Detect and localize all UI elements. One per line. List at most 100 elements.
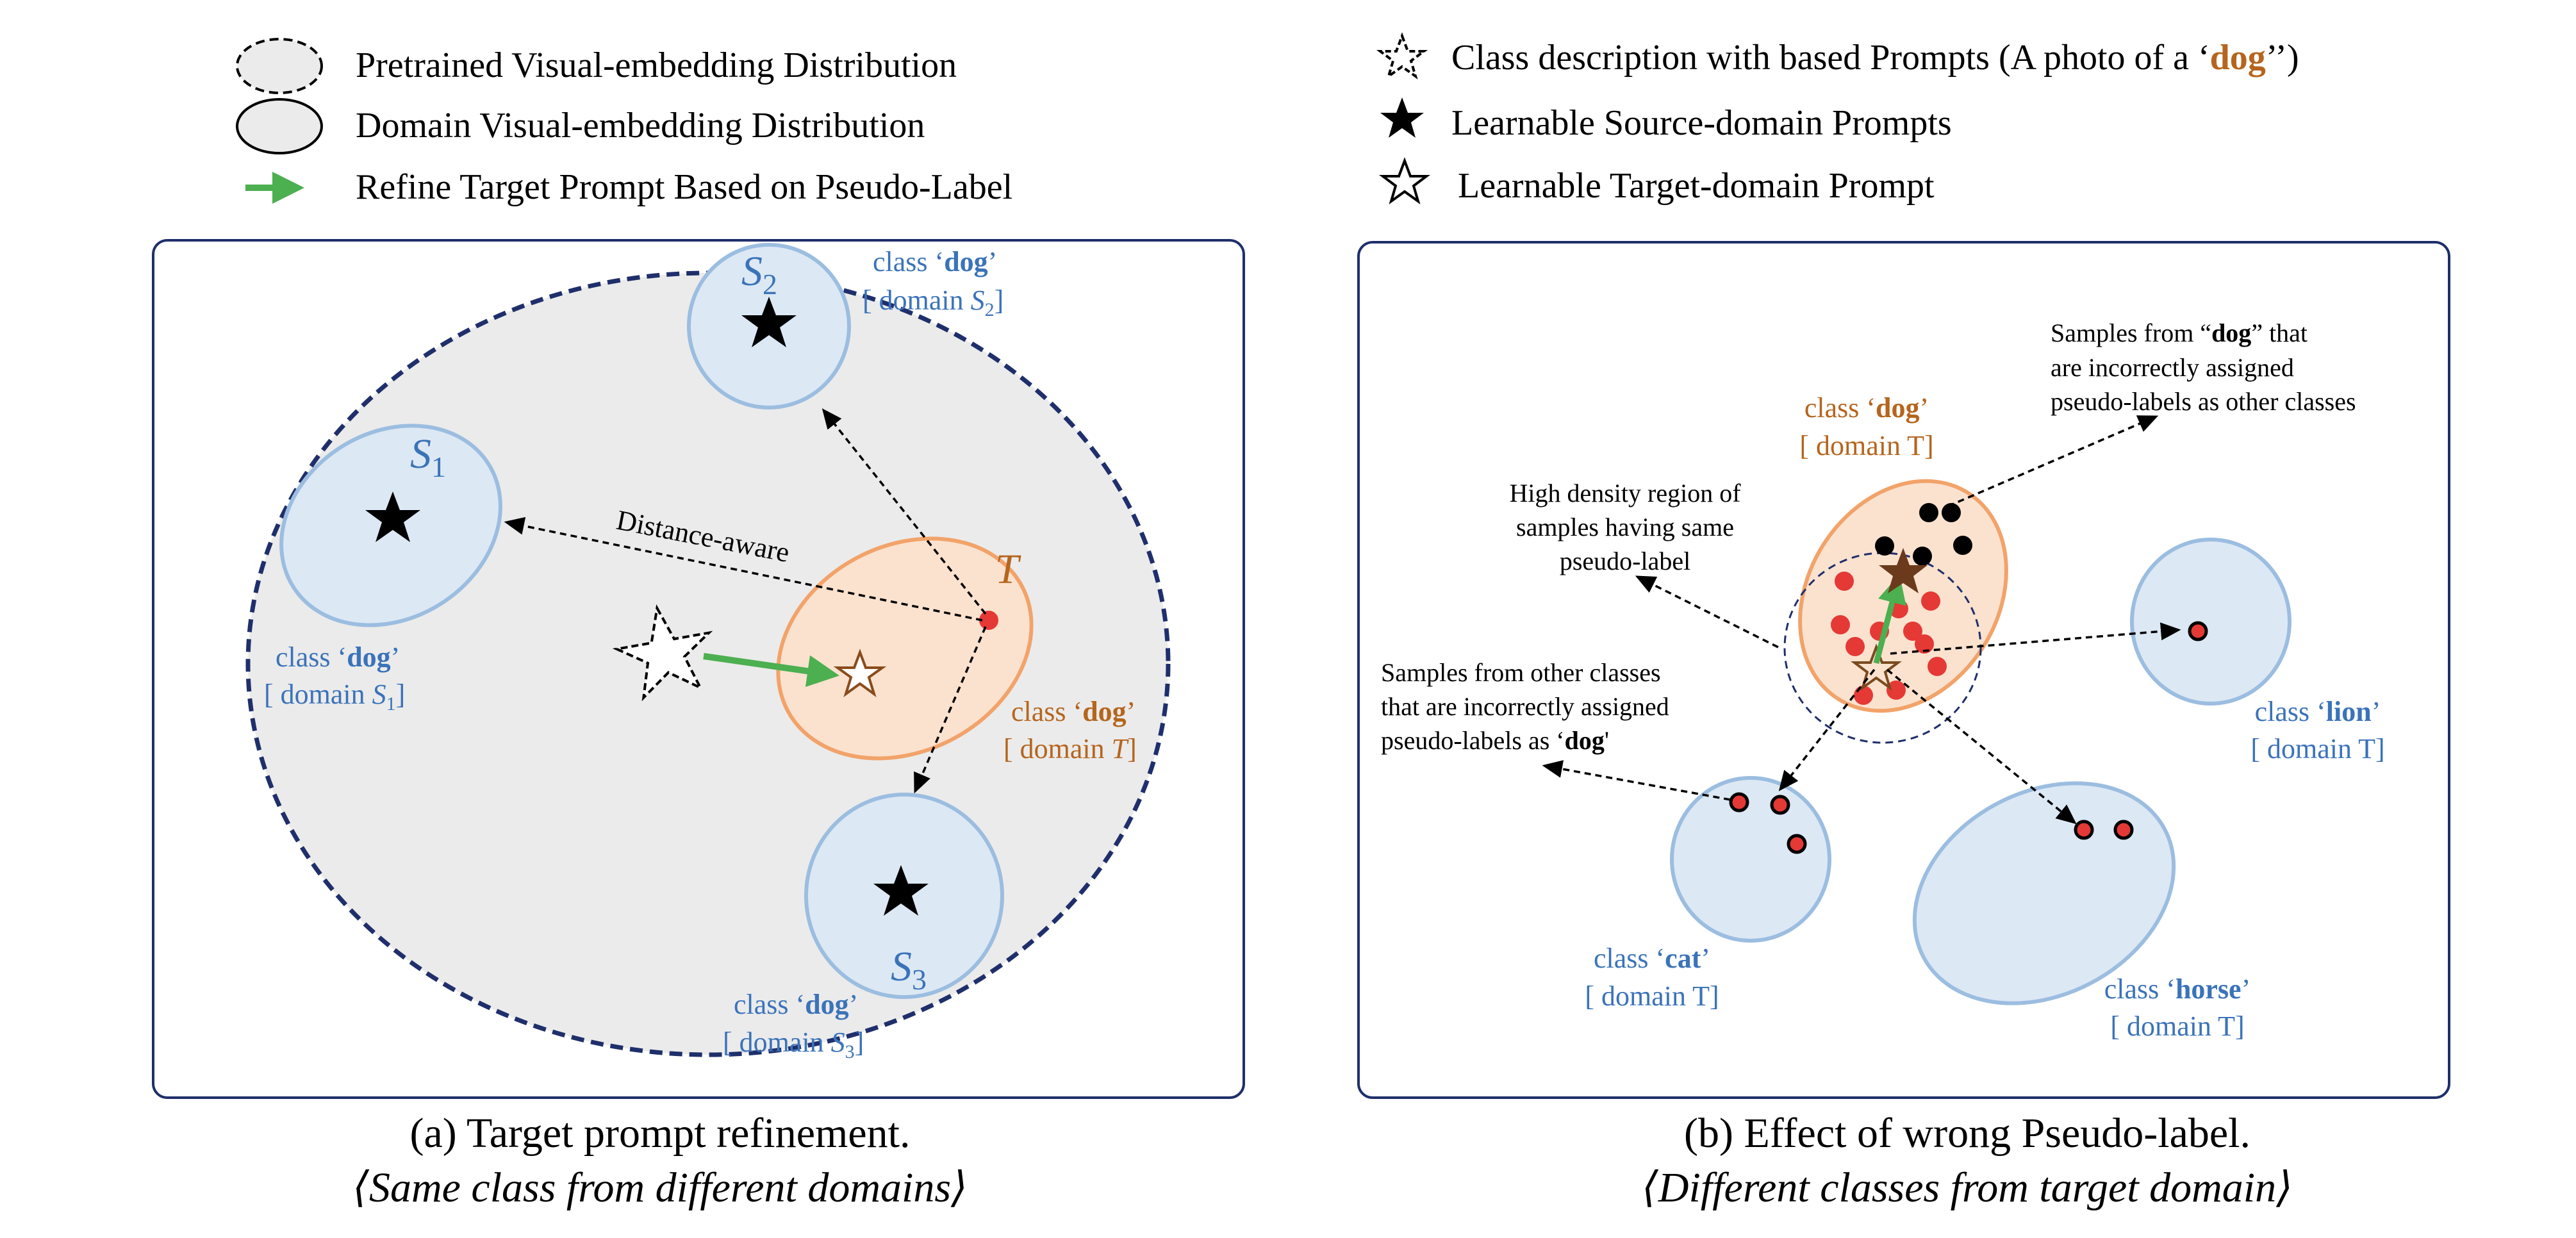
arrow-to-horse bbox=[1886, 668, 2077, 825]
horse-ellipse bbox=[1912, 781, 2176, 1005]
arrow-to-s1 bbox=[504, 516, 983, 622]
cat-ellipse bbox=[1670, 776, 1831, 943]
dog-black-sample bbox=[1942, 503, 1961, 522]
outline-star-icon bbox=[1379, 157, 1430, 204]
svg-text:class ‘dog’: class ‘dog’ bbox=[1011, 696, 1135, 727]
s2-star bbox=[741, 297, 797, 347]
svg-text:Samples from “dog” that: Samples from “dog” that bbox=[2051, 318, 2308, 347]
svg-text:class ‘cat’: class ‘cat’ bbox=[1594, 943, 1710, 974]
svg-text:[ domain T]: [ domain T] bbox=[1799, 430, 1933, 461]
arrow-to-other-note bbox=[1542, 760, 1731, 801]
solid-ellipse-icon bbox=[236, 98, 323, 154]
note-other: Samples from other classes that are inco… bbox=[1381, 658, 1669, 755]
s1-label: S1 bbox=[410, 431, 446, 483]
dog-red-sample bbox=[1845, 637, 1865, 656]
cat-class-label: class ‘cat’ [ domain T] bbox=[1585, 943, 1719, 1012]
caption-a-sub: ⟨Same class from different domains⟩ bbox=[352, 1164, 968, 1211]
lion-class-label: class ‘lion’ [ domain T] bbox=[2250, 696, 2384, 764]
dog-black-sample bbox=[1919, 503, 1938, 522]
lion-point bbox=[2188, 621, 2208, 641]
target-star bbox=[833, 648, 887, 698]
horse-class-label: class ‘horse’ [ domain T] bbox=[2104, 973, 2251, 1042]
svg-text:class ‘dog’: class ‘dog’ bbox=[873, 246, 997, 277]
svg-text:[ domain T]: [ domain T] bbox=[2110, 1011, 2244, 1042]
t-label: T bbox=[995, 546, 1021, 593]
svg-text:pseudo-labels as ‘dog': pseudo-labels as ‘dog' bbox=[1381, 726, 1609, 755]
svg-text:[ domain T]: [ domain T] bbox=[1585, 980, 1719, 1012]
s1-class-label: class ‘dog’ [ domain S1] bbox=[264, 641, 405, 714]
arrow-to-cat bbox=[1778, 668, 1876, 791]
svg-text:samples having same: samples having same bbox=[1516, 513, 1734, 541]
legend-left-item-1: Pretrained Visual-embedding Distribution bbox=[356, 45, 957, 85]
cat-point bbox=[1787, 834, 1807, 854]
dashed-ellipse-icon bbox=[236, 38, 323, 94]
legend-right: Class description with based Prompts (A … bbox=[1376, 32, 2299, 206]
svg-text:[ domain S3]: [ domain S3] bbox=[723, 1027, 864, 1062]
target-point bbox=[979, 611, 998, 630]
svg-text:class ‘dog’: class ‘dog’ bbox=[734, 989, 858, 1020]
target-prompt-star-outline bbox=[1851, 643, 1902, 691]
s3-label: S3 bbox=[891, 943, 927, 996]
dog-black-sample bbox=[1953, 536, 1972, 555]
panel-b: Samples from “dog” that are incorrectly … bbox=[1357, 241, 2450, 1211]
refine-arrow-b bbox=[1873, 574, 1906, 664]
note-top: Samples from “dog” that are incorrectly … bbox=[2051, 318, 2356, 416]
dog-red-sample bbox=[1903, 622, 1922, 641]
svg-text:class ‘lion’: class ‘lion’ bbox=[2255, 696, 2381, 727]
dog-red-sample bbox=[1921, 591, 1940, 611]
legend-right-item-3: Learnable Target-domain Prompt bbox=[1458, 166, 1935, 206]
horse-point bbox=[2113, 820, 2134, 840]
s2-class-label: class ‘dog’ [ domain S2] bbox=[863, 246, 1003, 320]
dashed-star-icon bbox=[1376, 32, 1428, 79]
caption-b-sub: ⟨Different classes from target domain⟩ bbox=[1642, 1164, 2293, 1211]
legend-left-item-2: Domain Visual-embedding Distribution bbox=[356, 106, 925, 145]
dog-red-sample bbox=[1928, 657, 1947, 676]
svg-text:[ domain T]: [ domain T] bbox=[1003, 733, 1137, 764]
svg-text:[ domain S2]: [ domain S2] bbox=[863, 285, 1003, 320]
caption-a: (a) Target prompt refinement. bbox=[410, 1110, 911, 1157]
t-class-label: class ‘dog’ [ domain T] bbox=[1003, 696, 1137, 764]
svg-text:High density region of: High density region of bbox=[1509, 479, 1741, 508]
dog-black-sample bbox=[1913, 547, 1932, 566]
svg-text:pseudo-label: pseudo-label bbox=[1560, 547, 1690, 575]
s3-star bbox=[873, 865, 929, 916]
legend-left-item-3: Refine Target Prompt Based on Pseudo-Lab… bbox=[356, 167, 1012, 207]
svg-text:[ domain S1]: [ domain S1] bbox=[264, 679, 405, 714]
svg-text:class ‘dog’: class ‘dog’ bbox=[1804, 392, 1929, 424]
refine-arrow bbox=[703, 653, 839, 688]
svg-text:[ domain T]: [ domain T] bbox=[2250, 733, 2384, 764]
lion-ellipse bbox=[2130, 538, 2291, 706]
filled-star-icon bbox=[1380, 97, 1424, 138]
svg-text:Samples from other classes: Samples from other classes bbox=[1381, 658, 1661, 687]
svg-text:pseudo-labels as other classes: pseudo-labels as other classes bbox=[2051, 387, 2356, 416]
dog-red-sample bbox=[1831, 615, 1850, 634]
refined-prompt-star bbox=[1879, 548, 1928, 593]
arrow-to-top-note bbox=[1947, 415, 2159, 508]
legend-right-item-2: Learnable Source-domain Prompts bbox=[1451, 103, 1952, 143]
dog-red-sample bbox=[1835, 572, 1854, 591]
svg-text:class ‘dog’: class ‘dog’ bbox=[276, 641, 400, 673]
class-description-star bbox=[612, 604, 713, 702]
arrow-to-density-note bbox=[1635, 575, 1779, 648]
dog-red-sample bbox=[1887, 681, 1906, 700]
arrow-to-lion bbox=[1890, 622, 2181, 655]
dog-black-sample bbox=[1875, 536, 1894, 556]
svg-text:are incorrectly assigned: are incorrectly assigned bbox=[2051, 353, 2294, 382]
s1-star bbox=[365, 491, 420, 542]
s3-class-label: class ‘dog’ [ domain S3] bbox=[723, 989, 864, 1062]
cat-point bbox=[1729, 792, 1749, 813]
panel-a: S2 S1 S3 T Distance-aware class ‘dog’ [ … bbox=[152, 239, 1245, 1211]
svg-text:that are incorrectly assigned: that are incorrectly assigned bbox=[1381, 692, 1669, 721]
caption-b: (b) Effect of wrong Pseudo-label. bbox=[1684, 1110, 2250, 1157]
legend-right-item-1: Class description with based Prompts (A … bbox=[1451, 38, 2299, 78]
dog-class-label: class ‘dog’ [ domain T] bbox=[1799, 392, 1933, 461]
dog-red-sample bbox=[1915, 634, 1934, 654]
s2-label: S2 bbox=[741, 248, 777, 301]
horse-point bbox=[2074, 820, 2094, 840]
note-density: High density region of samples having sa… bbox=[1509, 479, 1741, 575]
arrow-to-s3 bbox=[914, 626, 987, 794]
legend-left: Pretrained Visual-embedding Distribution… bbox=[236, 38, 1012, 207]
cat-point bbox=[1770, 795, 1790, 815]
svg-text:class ‘horse’: class ‘horse’ bbox=[2104, 973, 2251, 1005]
